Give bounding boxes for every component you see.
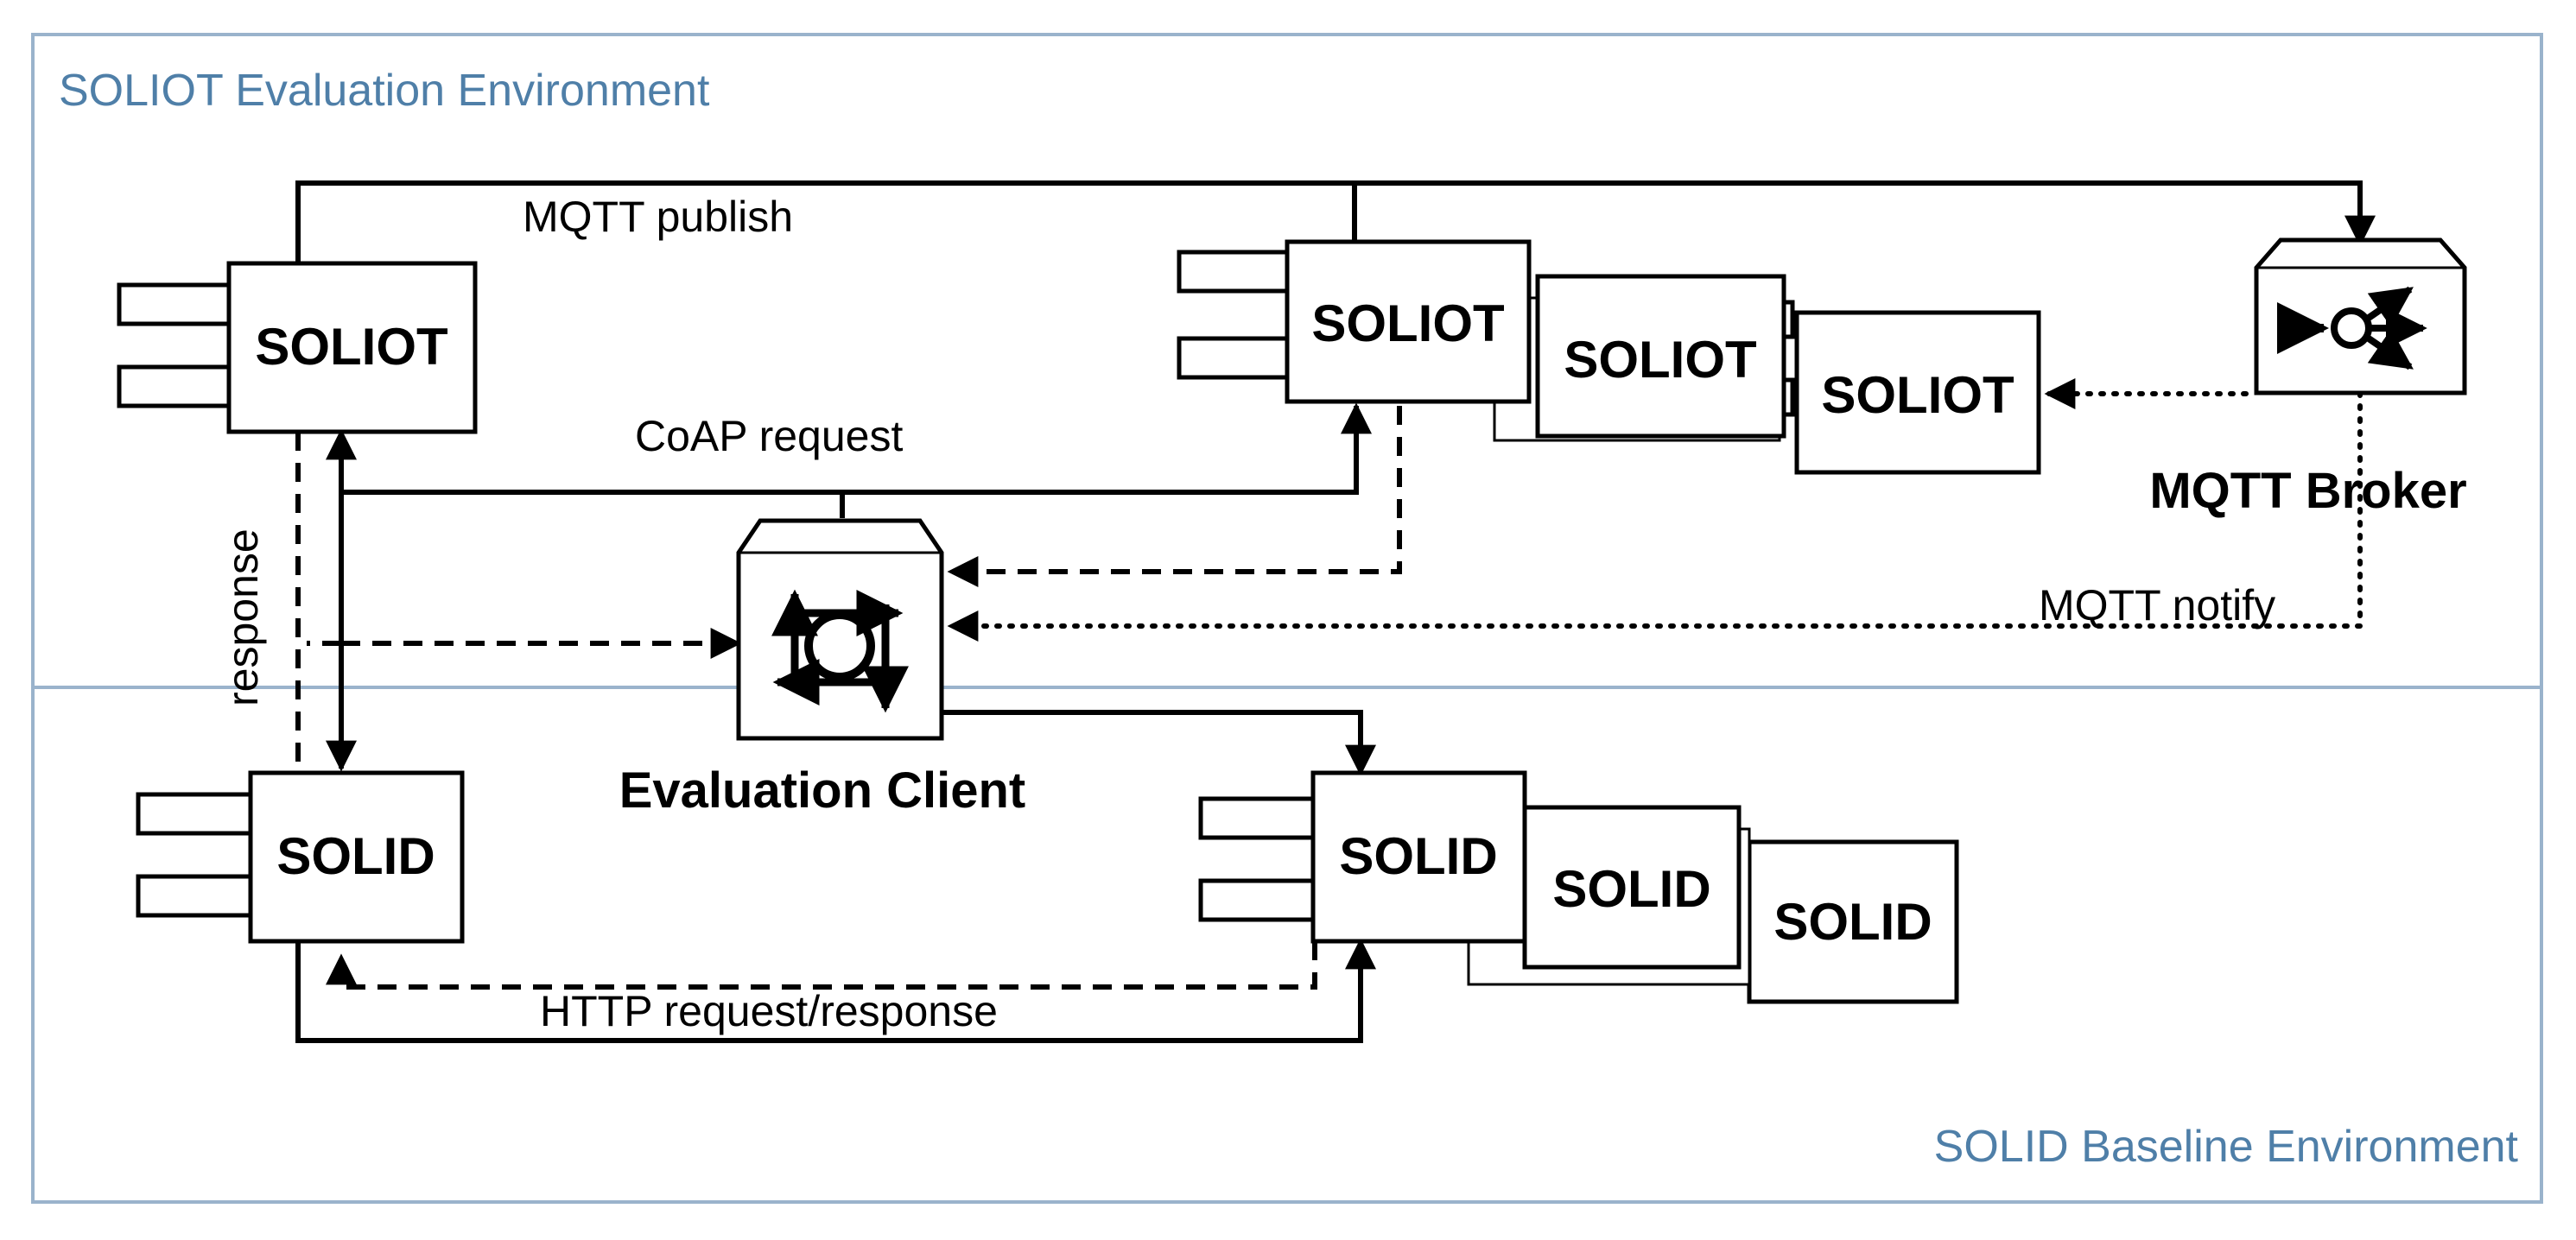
soliot-stack-box-2 <box>1535 274 1786 439</box>
soliot-main-box <box>226 261 478 434</box>
solid-stack-label-2: SOLID <box>1552 860 1710 918</box>
soliot-stack-box-3 <box>1794 310 2041 475</box>
mqtt-broker-node[interactable]: MQTT Broker <box>2149 237 2467 519</box>
solid-main-component[interactable]: SOLID <box>136 770 465 944</box>
soliot-main-label: SOLIOT <box>255 318 447 376</box>
coap-request-label: CoAP request <box>635 412 903 460</box>
solid-stack-box-1 <box>1310 770 1527 944</box>
solid-stack-component[interactable]: SOLID SOLID SOLID <box>1198 770 1959 1004</box>
client-icon <box>771 589 909 713</box>
mqtt-publish-line <box>295 180 2376 263</box>
http-response-line <box>326 941 1317 990</box>
port-top <box>136 792 270 836</box>
solid-main-label: SOLID <box>276 827 435 885</box>
mqtt-publish-label: MQTT publish <box>523 193 793 241</box>
solid-main-box <box>248 770 465 944</box>
soliot-stack-response-line <box>947 406 1402 587</box>
broker-caption: MQTT Broker <box>2149 463 2466 519</box>
soliot-stack-label-1: SOLIOT <box>1311 294 1504 352</box>
port-top <box>1177 250 1303 294</box>
response-label: response <box>219 528 267 706</box>
baseline-environment-frame <box>31 686 2543 1204</box>
evaluation-environment-title: SOLIOT Evaluation Environment <box>59 66 710 116</box>
mqtt-notify-line <box>947 390 2363 642</box>
soliot-stack-label-2: SOLIOT <box>1564 331 1756 389</box>
soliot-main-component[interactable]: SOLIOT <box>117 261 478 434</box>
http-label: HTTP request/response <box>540 987 998 1035</box>
port-bottom <box>1177 336 1303 380</box>
baseline-environment-title: SOLID Baseline Environment <box>1934 1122 2519 1172</box>
coap-request-to-soliot-stack <box>842 402 1372 495</box>
soliot-stack-component[interactable]: SOLIOT SOLIOT SOLIOT <box>1177 239 2041 475</box>
coap-request-line <box>341 490 845 518</box>
solid-stack-label-3: SOLID <box>1773 893 1932 951</box>
port-top <box>1198 796 1324 840</box>
router-icon <box>2277 286 2427 370</box>
soliot-stack-label-3: SOLIOT <box>1821 366 2014 424</box>
port-bottom <box>1198 878 1324 922</box>
evaluation-client-node[interactable]: Evaluation Client <box>619 518 1026 819</box>
client-caption: Evaluation Client <box>619 762 1026 819</box>
http-request-line <box>295 938 1376 1043</box>
client-to-solid-stack-line <box>943 710 1376 776</box>
solid-stack-box-3 <box>1747 839 1959 1004</box>
mqtt-notify-label: MQTT notify <box>2039 581 2275 629</box>
soliot-stack-box-1 <box>1285 239 1532 404</box>
solid-stack-label-1: SOLID <box>1339 827 1497 885</box>
